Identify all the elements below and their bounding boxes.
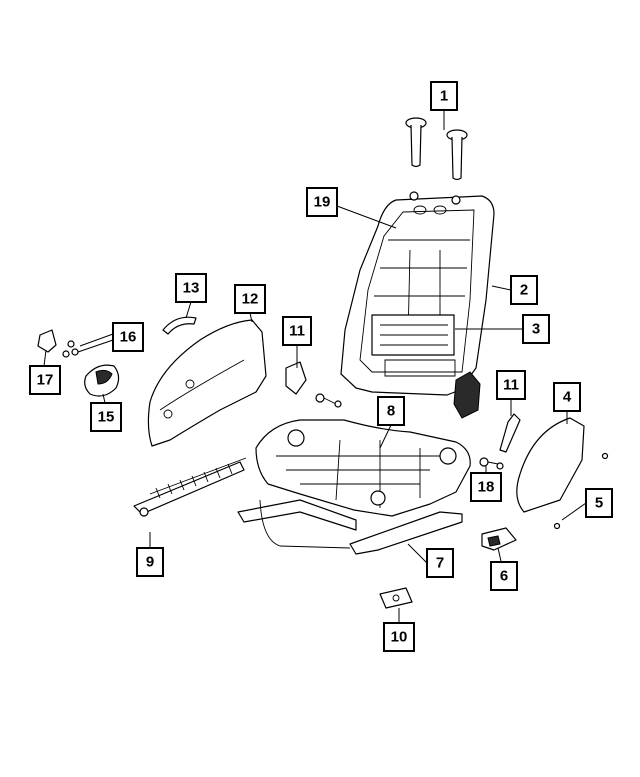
callout-8: 8 xyxy=(377,396,405,426)
part-trim-strip xyxy=(162,316,197,335)
callout-12: 12 xyxy=(234,284,266,314)
callout-label: 12 xyxy=(242,291,259,308)
callout-label: 10 xyxy=(391,629,408,646)
callout-label: 5 xyxy=(595,495,603,512)
callout-label: 13 xyxy=(183,280,200,297)
part-adjuster-track xyxy=(237,499,463,555)
callout-5: 5 xyxy=(585,488,613,518)
part-bracket-right xyxy=(499,413,521,453)
callout-label: 1 xyxy=(440,88,448,105)
callout-label: 11 xyxy=(503,377,519,394)
part-bolts-center xyxy=(315,393,342,408)
callout-label: 8 xyxy=(387,403,395,420)
callout-1: 1 xyxy=(430,81,458,111)
callout-4: 4 xyxy=(553,382,581,412)
callout-17: 17 xyxy=(29,365,61,395)
callout-label: 11 xyxy=(289,323,305,340)
callout-label: 15 xyxy=(98,409,115,426)
callout-16: 16 xyxy=(112,322,144,352)
callout-label: 2 xyxy=(520,282,528,299)
callout-label: 17 xyxy=(37,372,54,389)
part-clip xyxy=(379,587,413,609)
callout-label: 7 xyxy=(436,555,444,572)
part-bracket-6 xyxy=(481,527,517,551)
callout-label: 19 xyxy=(314,194,331,211)
callout-label: 4 xyxy=(563,389,572,406)
part-outboard-shield xyxy=(516,417,585,513)
callout-7: 7 xyxy=(426,548,454,578)
callout-3: 3 xyxy=(522,314,550,344)
callout-15: 15 xyxy=(90,402,122,432)
callout-11-right: 11 xyxy=(496,370,526,400)
part-seatback-frame xyxy=(340,191,495,419)
callout-6: 6 xyxy=(490,561,518,591)
callout-2: 2 xyxy=(510,275,538,305)
callout-label: 3 xyxy=(532,321,540,338)
callout-label: 6 xyxy=(500,568,508,585)
callout-label: 16 xyxy=(120,329,137,346)
callout-18: 18 xyxy=(470,472,502,502)
part-seat-cushion-frame xyxy=(255,419,471,517)
part-screws-16 xyxy=(62,340,79,358)
callout-19: 19 xyxy=(306,187,338,217)
part-seat-track-rail xyxy=(133,457,247,517)
callout-9: 9 xyxy=(136,547,164,577)
callout-13: 13 xyxy=(175,273,207,303)
part-headrest-guides xyxy=(405,117,468,181)
part-cap xyxy=(37,329,57,353)
callout-label: 9 xyxy=(146,554,154,571)
callout-11-left: 11 xyxy=(282,316,312,346)
part-bracket-left xyxy=(285,361,307,395)
callout-label: 18 xyxy=(478,479,495,496)
leader-lines xyxy=(43,110,587,623)
part-recliner-handle xyxy=(84,364,120,397)
part-bolts-18 xyxy=(479,457,504,470)
part-fasteners-5 xyxy=(553,452,609,530)
callout-10: 10 xyxy=(383,622,415,652)
part-side-shield xyxy=(147,319,267,447)
